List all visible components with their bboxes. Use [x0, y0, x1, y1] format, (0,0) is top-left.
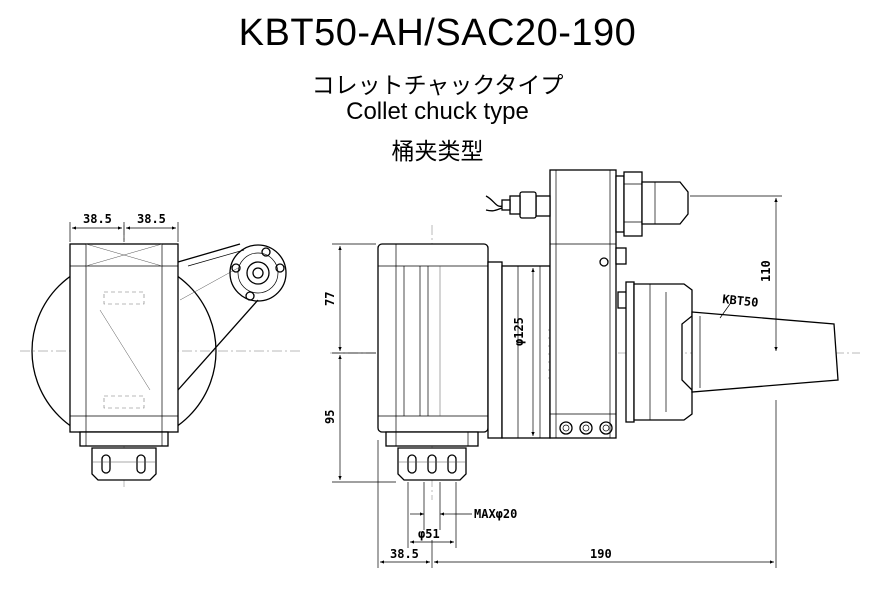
front-view [20, 222, 300, 490]
subtitle-english: Collet chuck type [346, 98, 529, 125]
front-body-block [69, 243, 179, 433]
dim-front-right-width: 38.5 [137, 212, 166, 226]
side-body-block [377, 243, 489, 433]
page-title: KBT50-AH/SAC20-190 [238, 12, 637, 54]
kbt50-flange [633, 283, 693, 421]
dim-taper-label: KBT50 [722, 292, 759, 310]
dim-height-lower: 95 [323, 410, 337, 424]
dim-length-total: 190 [590, 547, 612, 561]
dim-collet-diameter: φ51 [418, 527, 440, 541]
subtitle-japanese: コレットチャックタイプ [311, 73, 564, 99]
side-housing [549, 169, 617, 439]
dim-body-diameter: φ125 [512, 317, 526, 346]
top-nut [623, 171, 643, 237]
dim-height-spindle: 110 [759, 260, 773, 282]
coolant-fitting [229, 244, 287, 302]
side-view [330, 169, 860, 568]
dim-collet-max: MAXφ20 [474, 507, 517, 521]
dim-front-left-width: 38.5 [83, 212, 112, 226]
side-flange [501, 265, 551, 439]
subtitle-chinese: 桶夹类型 [391, 139, 484, 165]
dim-offset-bottom: 38.5 [390, 547, 419, 561]
dim-height-upper: 77 [323, 292, 337, 306]
kbt50-taper [691, 311, 839, 393]
